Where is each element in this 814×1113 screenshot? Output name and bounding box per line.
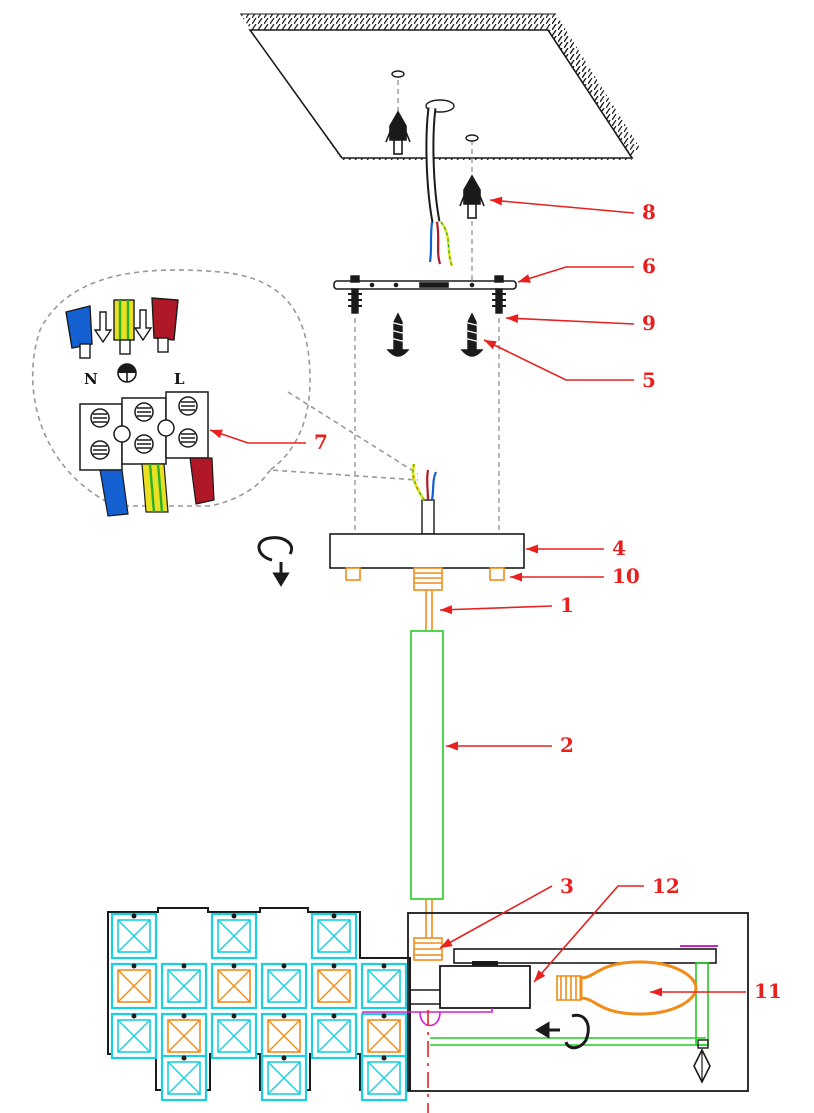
earth-symbol-icon: [117, 363, 137, 383]
orange-tile: [310, 962, 358, 1010]
cyan-tile: [360, 1054, 408, 1102]
tile-grid: [110, 912, 408, 1102]
cyan-tile: [160, 1054, 208, 1102]
callout-6: 6: [517, 254, 656, 283]
arrow-down-icon: [93, 311, 113, 344]
callout-arrowhead: [484, 340, 497, 350]
rod-wire: [425, 899, 433, 938]
ceiling-slab: [240, 13, 640, 160]
callout-leader-line: [209, 429, 306, 444]
lamp-wires: [411, 463, 438, 535]
callout-arrowhead: [650, 987, 662, 997]
callout-arrowhead: [490, 196, 503, 206]
neutral-wire-out: [99, 469, 129, 517]
callout-2: 2: [446, 733, 574, 757]
callout-1: 1: [439, 593, 574, 617]
ceiling-drill-holes: [391, 70, 479, 142]
orange-tile: [160, 1012, 208, 1060]
callout-9: 9: [505, 311, 656, 335]
callout-label-10: 10: [612, 564, 640, 588]
callout-arrowhead: [506, 314, 519, 324]
live-wire-out: [189, 457, 215, 505]
candle-bulb: [556, 960, 698, 1016]
wall-plug: [385, 110, 411, 155]
callout-arrowhead: [526, 544, 538, 554]
callout-arrowhead: [446, 741, 458, 751]
callout-leader-line: [533, 885, 644, 983]
callout-label-6: 6: [642, 254, 656, 278]
callout-label-7: 7: [314, 430, 328, 454]
callout-7: 7: [209, 429, 328, 454]
callout-label-8: 8: [642, 200, 656, 224]
orange-tile: [210, 962, 258, 1010]
bracket-bolt: [348, 275, 362, 314]
callout-arrowhead: [210, 429, 223, 439]
orange-tile: [260, 1012, 308, 1060]
callout-label-3: 3: [560, 874, 574, 898]
terminal-label-neutral: N: [84, 370, 98, 388]
earth-wire-in: [113, 299, 135, 355]
cyan-tile: [260, 962, 308, 1010]
orange-tile: [110, 962, 158, 1010]
callout-4: 4: [526, 536, 626, 560]
cyan-tile: [160, 962, 208, 1010]
callout-label-4: 4: [612, 536, 626, 560]
mounting-bracket: [333, 280, 517, 290]
callout-leader-line: [505, 317, 635, 325]
lamp-holder: [362, 961, 531, 1027]
callout-label-9: 9: [642, 311, 656, 335]
supply-cable: [425, 107, 454, 267]
callout-3: 3: [439, 874, 574, 949]
callout-label-5: 5: [642, 368, 656, 392]
suspension-wire: [425, 590, 433, 630]
callout-label-2: 2: [560, 733, 574, 757]
callout-arrowhead: [534, 970, 546, 982]
cyan-tile: [110, 1012, 158, 1060]
callout-leader-line: [483, 339, 634, 381]
callout-11: 11: [650, 979, 782, 1003]
callout-12: 12: [533, 874, 680, 983]
canopy: [329, 533, 525, 591]
callout-leader-line: [439, 605, 553, 611]
bracket-bolt: [492, 275, 506, 314]
neutral-wire-in: [65, 305, 93, 359]
callout-arrowhead: [510, 572, 522, 582]
callout-10: 10: [510, 564, 640, 588]
rotate-arrow-icon: [257, 536, 293, 587]
terminal-detail-bubble: [31, 269, 419, 507]
callout-5: 5: [483, 339, 656, 392]
cyan-tile: [360, 962, 408, 1010]
suspension-rod: [410, 630, 444, 900]
callout-label-1: 1: [560, 593, 574, 617]
cyan-tile: [260, 1054, 308, 1102]
callout-leader-line: [439, 885, 553, 949]
callout-label-11: 11: [754, 979, 782, 1003]
ceiling-screw: [460, 312, 484, 357]
callout-8: 8: [489, 196, 656, 224]
terminal-label-live: L: [174, 370, 185, 388]
cyan-tile: [210, 912, 258, 960]
earth-wire-out: [141, 463, 169, 513]
callout-arrowhead: [440, 938, 453, 948]
live-wire-in: [151, 297, 179, 353]
callout-arrowhead: [518, 274, 531, 283]
callout-leader-line: [517, 266, 634, 283]
ceiling-screw: [386, 312, 410, 357]
callout-leader-line: [489, 199, 635, 214]
cyan-tile: [310, 1012, 358, 1060]
lamp-connector: [413, 937, 443, 961]
rotate-arrow-icon: [535, 1013, 590, 1050]
terminal-block: [79, 391, 209, 471]
callout-label-12: 12: [652, 874, 680, 898]
cyan-tile: [310, 912, 358, 960]
cyan-tile: [110, 912, 158, 960]
cyan-tile: [210, 1012, 258, 1060]
callout-arrowhead: [440, 605, 453, 615]
orange-tile: [360, 1012, 408, 1060]
wall-plug: [459, 174, 485, 219]
arrow-down-icon: [133, 309, 153, 342]
shade-frame: [407, 912, 749, 1092]
